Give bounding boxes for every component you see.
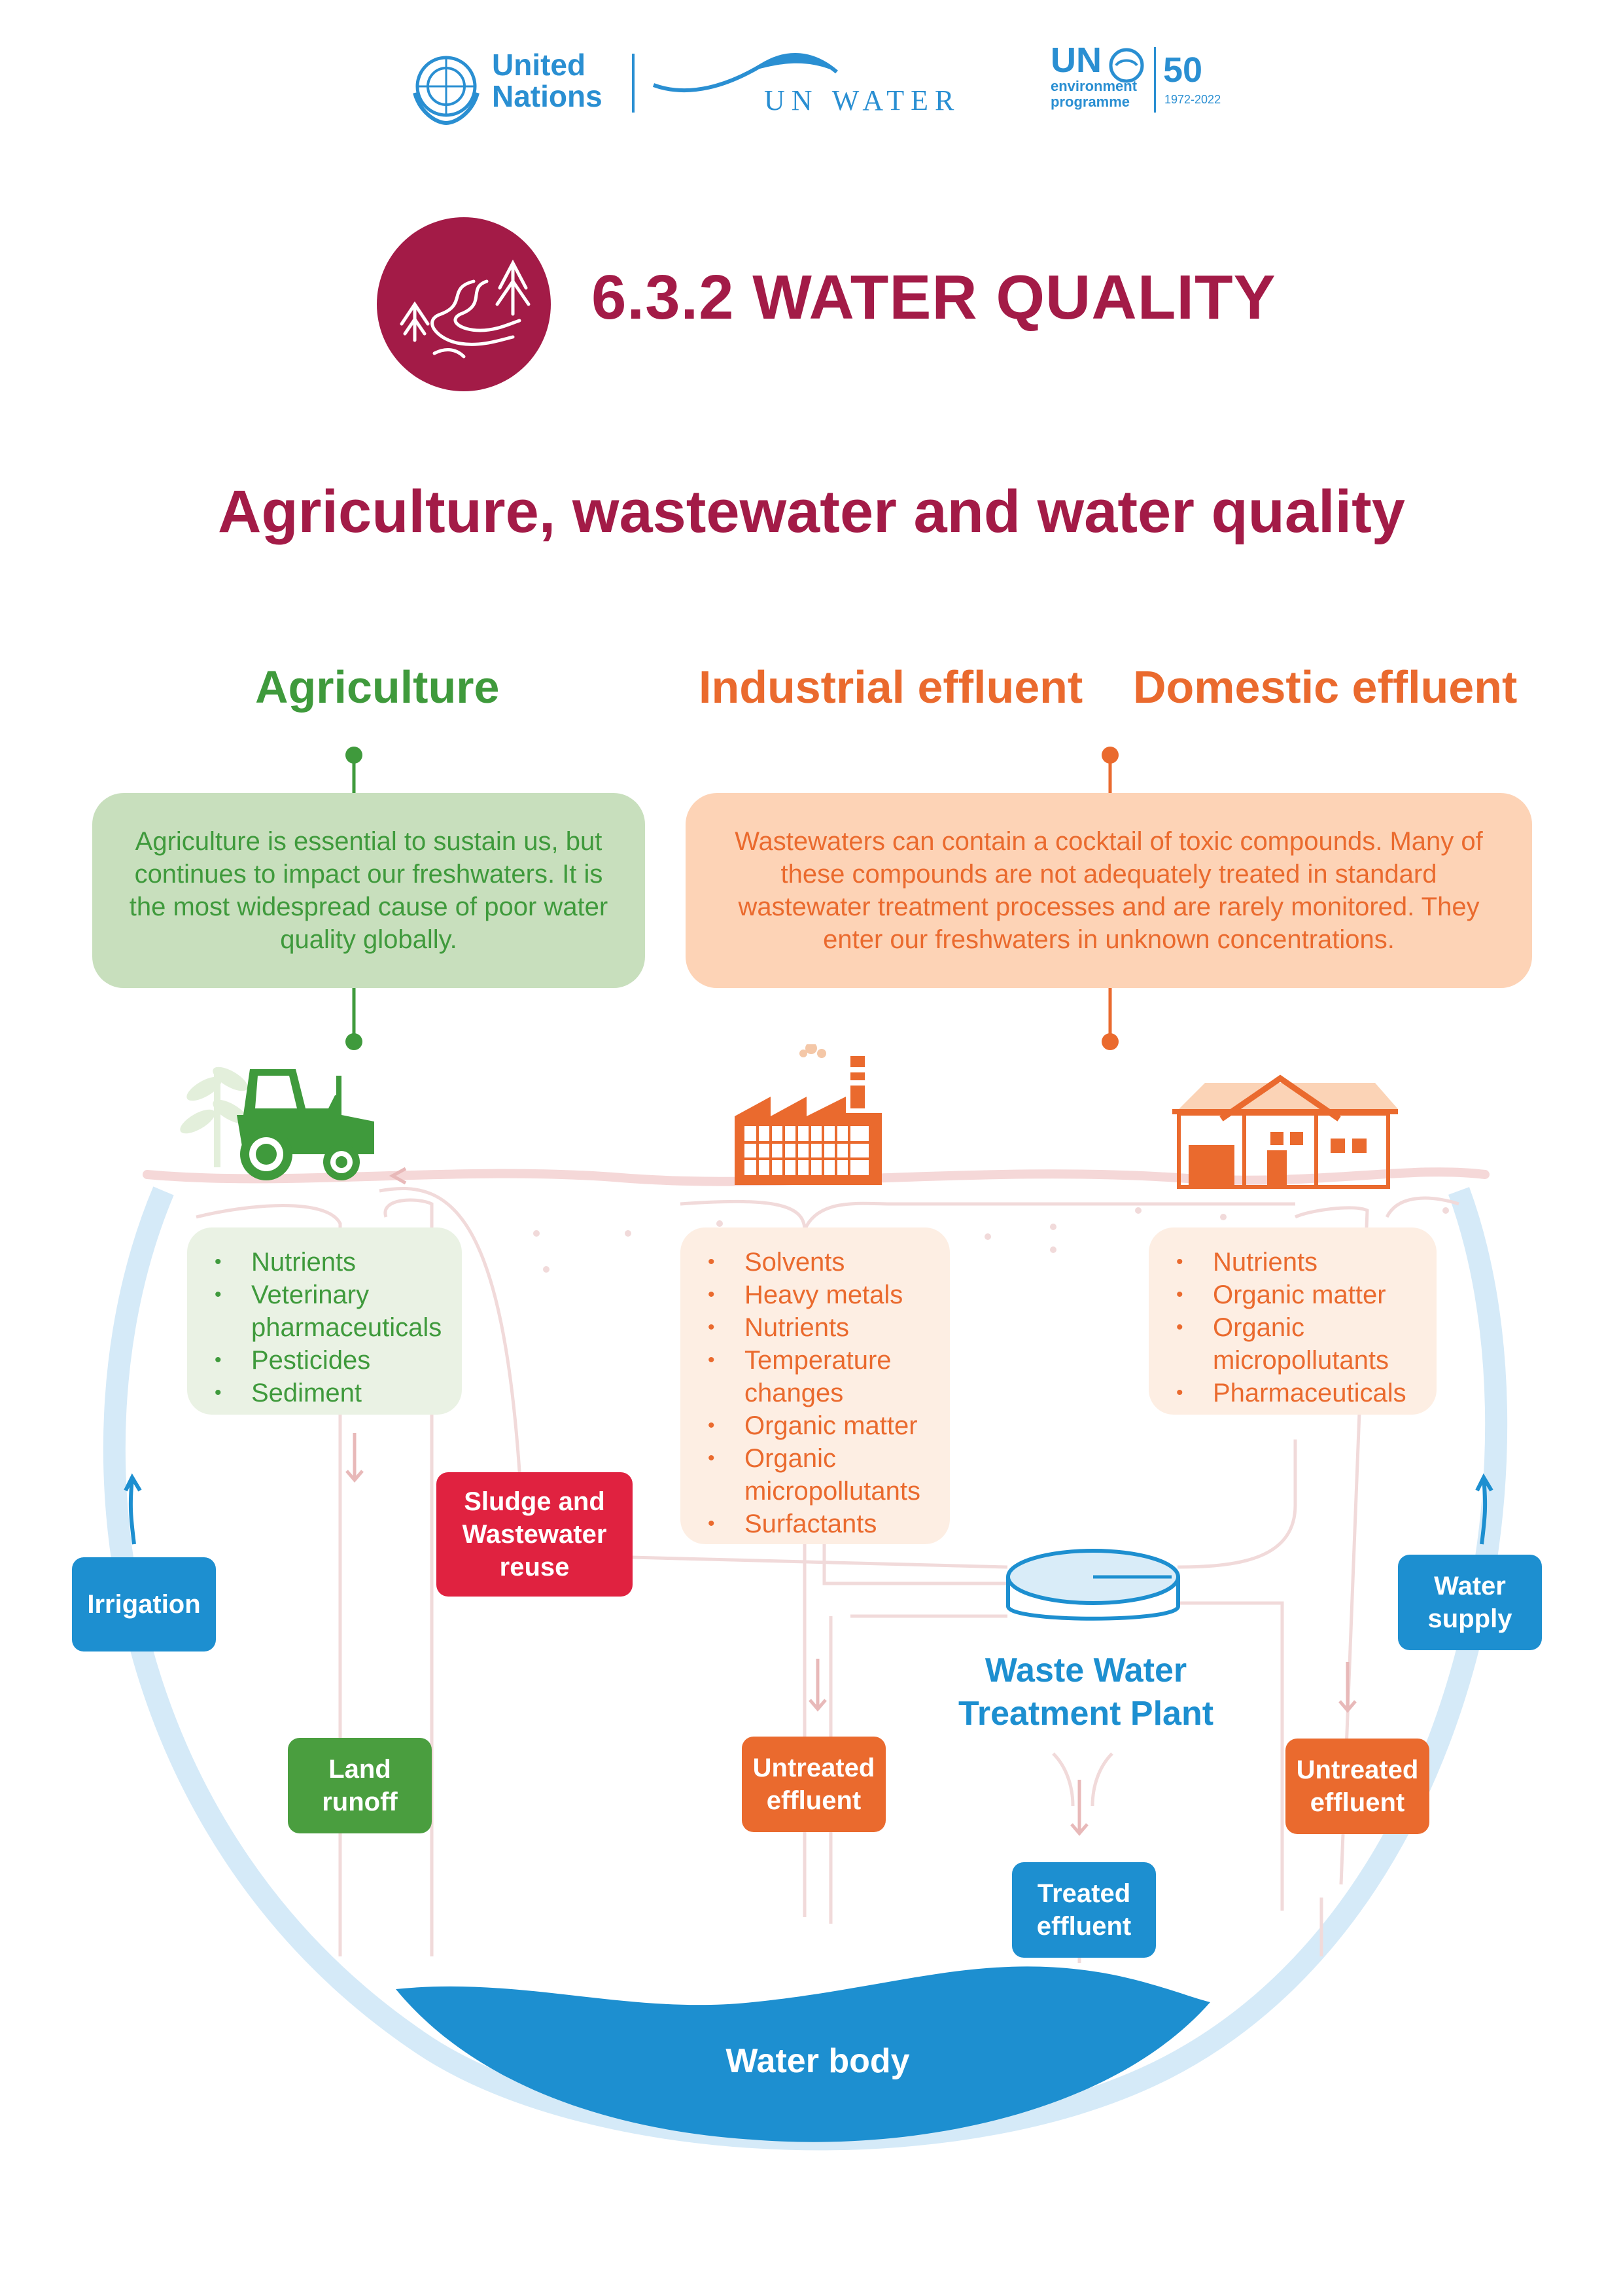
unwater-logo-text: UN WATER — [764, 84, 961, 116]
un-emblem-icon — [413, 56, 480, 126]
list-item: Organic micropollutants — [1167, 1311, 1423, 1377]
agriculture-connector — [345, 747, 362, 1050]
unep-line1: UN — [1051, 41, 1102, 80]
un-logo-line2: Nations — [492, 79, 602, 113]
untreated-effluent-industrial-label: Untreated effluent — [742, 1737, 886, 1832]
list-item: Pesticides — [205, 1344, 449, 1377]
list-item: Organic micropollutants — [699, 1442, 937, 1508]
untreated-effluent-domestic-label: Untreated effluent — [1285, 1739, 1429, 1834]
list-item: Organic matter — [1167, 1279, 1423, 1311]
list-item: Surfactants — [699, 1508, 937, 1540]
list-item: Organic matter — [699, 1409, 937, 1442]
list-item: Temperature changes — [699, 1344, 937, 1409]
page-subtitle: Agriculture, wastewater and water qualit… — [218, 478, 1405, 545]
list-item: Veterinary pharmaceuticals — [205, 1279, 449, 1344]
agriculture-description: Agriculture is essential to sustain us, … — [92, 793, 645, 988]
unep-globe-icon — [1109, 48, 1144, 83]
category-domestic-title: Domestic effluent — [1133, 662, 1518, 713]
factory-icon — [735, 1044, 882, 1185]
agriculture-description-text: Agriculture is essential to sustain us, … — [129, 827, 608, 954]
wastewater-description-text: Wastewaters can contain a cocktail of to… — [735, 827, 1483, 954]
page-title: 6.3.2 WATER QUALITY — [591, 262, 1276, 332]
water-body-shape — [396, 1966, 1210, 2142]
unwater-wave-icon — [652, 53, 838, 93]
house-icon — [1172, 1074, 1398, 1189]
water-supply-label: Water supply — [1398, 1555, 1542, 1650]
un-logo-text: United Nations — [492, 49, 602, 112]
industrial-pollutants-list: Solvents Heavy metals Nutrients Temperat… — [680, 1227, 950, 1544]
unep-anniversary: 50 — [1163, 50, 1203, 90]
treatment-tank-icon — [1006, 1549, 1180, 1621]
list-item: Nutrients — [1167, 1246, 1423, 1279]
list-item: Sediment — [205, 1377, 449, 1409]
category-agriculture-title: Agriculture — [255, 662, 500, 713]
header-divider — [632, 54, 635, 113]
category-industrial-title: Industrial effluent — [699, 662, 1083, 713]
irrigation-label: Irrigation — [72, 1557, 216, 1651]
agriculture-pollutants-list: Nutrients Veterinary pharmaceuticals Pes… — [187, 1227, 462, 1415]
land-runoff-label: Land runoff — [288, 1738, 432, 1833]
wastewater-connector — [1102, 747, 1119, 1050]
un-logo-line1: United — [492, 48, 586, 82]
water-body-label: Water body — [725, 2042, 910, 2080]
list-item: Nutrients — [699, 1311, 937, 1344]
wastewater-description: Wastewaters can contain a cocktail of to… — [686, 793, 1532, 988]
list-item: Solvents — [699, 1246, 937, 1279]
sludge-reuse-label: Sludge and Wastewater reuse — [436, 1472, 633, 1597]
treated-effluent-label: Treated effluent — [1012, 1862, 1156, 1958]
list-item: Nutrients — [205, 1246, 449, 1279]
unep-years: 1972-2022 — [1164, 93, 1221, 106]
list-item: Pharmaceuticals — [1167, 1377, 1423, 1409]
unep-line3: programme — [1051, 94, 1130, 110]
domestic-pollutants-list: Nutrients Organic matter Organic micropo… — [1149, 1227, 1437, 1415]
unep-divider — [1154, 47, 1156, 113]
wwtp-label: Waste Water Treatment Plant — [958, 1651, 1214, 1733]
tractor-icon — [180, 1067, 374, 1180]
unep-logo: UN environment programme — [1051, 42, 1137, 110]
list-item: Heavy metals — [699, 1279, 937, 1311]
forest-river-icon — [377, 217, 551, 391]
